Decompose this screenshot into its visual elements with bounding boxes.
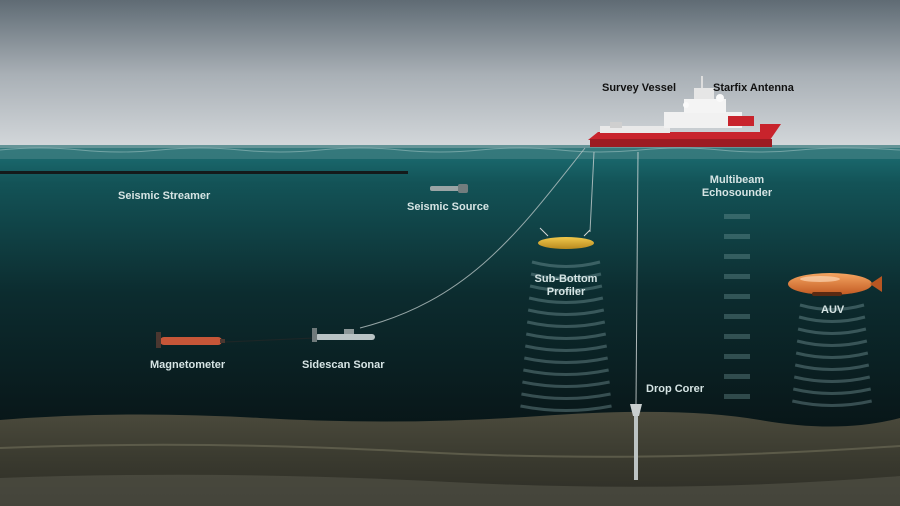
- multibeam-beam: [724, 374, 750, 379]
- profiler-sound-wave: [524, 356, 608, 364]
- profiler-sound-wave: [525, 332, 607, 340]
- auv-sound-wave: [796, 339, 868, 347]
- multibeam-beam: [724, 254, 750, 259]
- label-multibeam-line2: Echosounder: [701, 187, 773, 199]
- label-sidescan-sonar: Sidescan Sonar: [302, 359, 385, 371]
- label-multibeam-echosounder: Multibeam Echosounder: [692, 174, 782, 200]
- drop-corer-line: [635, 151, 639, 405]
- magnetometer: [156, 332, 225, 348]
- profiler-sound-wave: [521, 392, 611, 400]
- tow-cable: [359, 147, 586, 329]
- profiler-sound-waves: [520, 260, 612, 412]
- auv-sound-waves: [791, 303, 873, 407]
- multibeam-beam: [724, 334, 750, 339]
- profiler-sound-wave: [526, 320, 606, 328]
- auv-sound-wave: [791, 399, 873, 407]
- multibeam-beam: [724, 214, 750, 219]
- seismic-streamer: [0, 171, 408, 174]
- seabed-layer-line: [0, 443, 900, 458]
- drop-corer: [630, 404, 642, 480]
- survey-vessel: [588, 76, 781, 147]
- multibeam-beam: [724, 314, 750, 319]
- sub-bottom-profiler: [538, 227, 594, 249]
- profiler-sound-wave: [524, 344, 608, 352]
- label-sub-bottom-profiler: Sub-Bottom Profiler: [526, 273, 606, 299]
- profiler-sound-wave: [522, 380, 610, 388]
- auv-sound-wave: [799, 303, 865, 311]
- label-starfix-antenna: Starfix Antenna: [713, 82, 794, 94]
- label-seismic-streamer: Seismic Streamer: [118, 190, 211, 202]
- auv: [788, 273, 882, 296]
- magnetometer-cable: [224, 337, 316, 343]
- auv-sound-wave: [798, 315, 866, 323]
- multibeam-beam: [724, 274, 750, 279]
- multibeam-beam: [724, 354, 750, 359]
- sidescan-sonar: [312, 328, 375, 342]
- surface-waves: [0, 147, 900, 153]
- profiler-sound-wave: [528, 296, 604, 304]
- auv-sound-wave: [795, 351, 869, 359]
- label-profiler-line1: Sub-Bottom: [534, 273, 598, 285]
- label-drop-corer: Drop Corer: [646, 383, 705, 395]
- multibeam-beam: [724, 394, 750, 399]
- water: [0, 148, 900, 438]
- seismic-source: [430, 184, 468, 193]
- seabed-layer-bottom: [0, 474, 900, 506]
- profiler-tow-line: [589, 151, 595, 233]
- profiler-sound-wave: [530, 272, 602, 280]
- label-magnetometer: Magnetometer: [150, 359, 226, 371]
- label-auv: AUV: [821, 304, 845, 316]
- profiler-sound-wave: [520, 404, 612, 412]
- profiler-sound-wave: [527, 308, 605, 316]
- vessel-hull: [588, 124, 781, 140]
- label-survey-vessel: Survey Vessel: [602, 82, 677, 94]
- auv-sound-wave: [793, 375, 871, 383]
- profiler-sound-wave: [523, 368, 609, 376]
- auv-sound-wave: [794, 363, 870, 371]
- profiler-sound-wave: [531, 260, 601, 268]
- multibeam-beam: [724, 294, 750, 299]
- label-multibeam-line1: Multibeam: [709, 174, 765, 186]
- profiler-sound-wave: [529, 284, 603, 292]
- auv-sound-wave: [797, 327, 867, 335]
- label-seismic-source: Seismic Source: [407, 201, 489, 213]
- label-profiler-line2: Profiler: [546, 286, 586, 298]
- multibeam-beams: [724, 214, 750, 399]
- auv-sound-wave: [792, 387, 872, 395]
- multibeam-beam: [724, 234, 750, 239]
